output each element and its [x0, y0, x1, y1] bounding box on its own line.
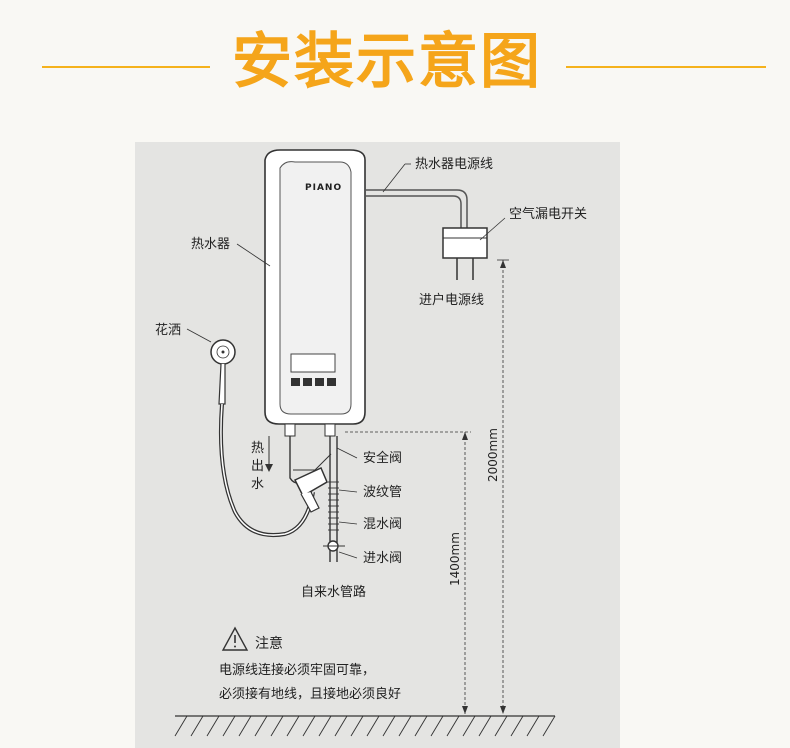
label-dim-2000: 2000mm	[486, 428, 500, 482]
heater-display	[290, 353, 336, 373]
warning-triangle-icon	[221, 626, 249, 651]
label-safety-valve: 安全阀	[363, 450, 402, 466]
bellows-coil	[328, 481, 339, 531]
leak-switch-box	[442, 227, 488, 259]
label-power-cord: 热水器电源线	[415, 157, 493, 172]
dimension-2000	[497, 259, 509, 714]
title-rule-right	[566, 66, 766, 68]
header: 安装示意图	[0, 0, 790, 130]
inlet-valve-icon	[323, 540, 345, 552]
label-hot-out-2: 出	[251, 459, 264, 474]
floor-hatch	[174, 715, 556, 737]
label-tap-pipe: 自来水管路	[301, 584, 366, 600]
title-rule-left	[42, 66, 210, 68]
dimension-1400	[345, 431, 471, 714]
label-mix-valve: 混水阀	[363, 517, 402, 532]
power-cord-line	[365, 189, 468, 228]
label-shower: 花洒	[155, 322, 181, 338]
heater-buttons	[291, 378, 336, 386]
label-inlet-valve: 进水阀	[363, 551, 402, 566]
brand-logo: PIANO	[305, 183, 342, 193]
mixing-valve-icon	[293, 466, 328, 513]
installation-diagram: PIANO 热水器电源线 空气漏电开关 进户电源线 热水器 花洒 热 出	[135, 142, 620, 748]
label-dim-1400: 1400mm	[448, 532, 462, 586]
label-bellows: 波纹管	[363, 485, 402, 500]
label-hot-out-3: 水	[251, 477, 264, 492]
label-hot-out-1: 热	[251, 441, 264, 456]
page-title: 安装示意图	[232, 27, 542, 97]
shower-head-icon	[210, 339, 236, 405]
label-heater: 热水器	[191, 237, 230, 252]
notice-line-1: 电源线连接必须牢固可靠，	[219, 662, 375, 678]
diagram-drawing: PIANO 热水器电源线 空气漏电开关 进户电源线 热水器 花洒 热 出	[155, 149, 587, 737]
label-leak-switch: 空气漏电开关	[509, 206, 587, 222]
label-incoming-line: 进户电源线	[419, 292, 484, 308]
notice-line-2: 必须接有地线，且接地必须良好	[219, 686, 401, 702]
heater-outlet-pipes	[284, 423, 338, 562]
notice-title: 注意	[255, 635, 283, 652]
water-heater	[264, 149, 366, 425]
